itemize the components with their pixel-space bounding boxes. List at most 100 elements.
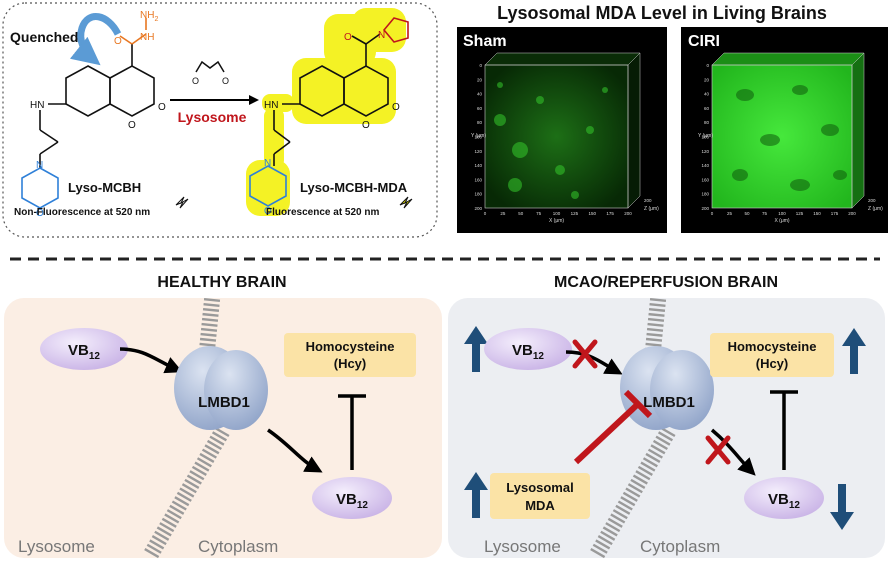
disease-membrane-lipid-1-12 bbox=[630, 478, 646, 489]
product-ring-o: O bbox=[362, 120, 370, 131]
disease-membrane-lipid-1-18 bbox=[615, 504, 631, 515]
disease-title: MCAO/REPERFUSION BRAIN bbox=[554, 274, 778, 291]
panel-ciri: CIRI bbox=[681, 27, 888, 233]
disease-membrane-lipid-1-1 bbox=[657, 431, 674, 442]
product-pyrazole-n: N bbox=[378, 30, 385, 41]
healthy-lmbd1-right bbox=[204, 350, 268, 430]
probe-lactone-o: O bbox=[158, 102, 166, 113]
product-morpholine-o: O bbox=[264, 206, 272, 217]
panel-ciri-x-tick: 100 bbox=[778, 211, 786, 216]
panel-sham-y-tick: 0 bbox=[479, 63, 482, 68]
healthy-membrane-lipid-1-20 bbox=[164, 513, 180, 524]
healthy-membrane-lipid-0-6 bbox=[200, 327, 218, 332]
panel-ciri-y-tick: 40 bbox=[704, 92, 710, 97]
healthy-membrane-lipid-1-8 bbox=[194, 461, 210, 472]
healthy-membrane-lipid-1-11 bbox=[186, 474, 202, 485]
probe-lightning-icon bbox=[175, 196, 189, 209]
panel-sham-x-tick: 175 bbox=[606, 211, 614, 216]
healthy-membrane-lipid-1-18 bbox=[169, 504, 185, 515]
probe-ring-o: O bbox=[128, 120, 136, 131]
probe-amine-nh: HN bbox=[30, 100, 44, 111]
panel-sham-y-tick: 140 bbox=[474, 163, 482, 168]
healthy-membrane-lipid-1-16 bbox=[174, 496, 190, 507]
disease-membrane-lipid-1-8 bbox=[640, 461, 656, 472]
disease-membrane-lipid-1-0 bbox=[660, 426, 676, 438]
healthy-membrane-lipid-1-2 bbox=[209, 435, 225, 446]
disease-lysosome-label: Lysosome bbox=[484, 537, 561, 556]
disease-membrane-lipid-1-16 bbox=[620, 496, 636, 507]
mda-o-left: O bbox=[192, 76, 199, 86]
panel-ciri-x-tick: 50 bbox=[744, 211, 750, 216]
panel-sham-volume bbox=[485, 65, 628, 208]
disease-membrane-lipid-1-21 bbox=[607, 517, 623, 528]
healthy-membrane-lipid-1-24 bbox=[154, 530, 170, 541]
healthy-membrane-lipid-1-3 bbox=[206, 439, 222, 451]
panel-ciri-x-tick: 125 bbox=[796, 211, 804, 216]
healthy-membrane-lipid-1-10 bbox=[189, 470, 205, 481]
product-amine-nh: HN bbox=[264, 100, 278, 111]
disease-membrane-lipid-0-6 bbox=[646, 327, 664, 332]
disease-membrane-lipid-1-19 bbox=[612, 509, 628, 520]
healthy-membrane-lipid-1-14 bbox=[179, 487, 195, 498]
product-molecule bbox=[273, 17, 409, 166]
panel-ciri-z-axis-label: Z (μm) bbox=[868, 206, 883, 212]
panel-sham-x-tick: 25 bbox=[500, 211, 506, 216]
mda-reagent bbox=[195, 60, 225, 73]
disease-membrane-lipid-1-4 bbox=[650, 444, 666, 455]
probe-morpholine-o: O bbox=[36, 208, 44, 219]
panel-sham-y-tick: 60 bbox=[477, 106, 483, 111]
disease-membrane-lipid-1-25 bbox=[597, 535, 613, 546]
disease-vb12-out-down-arrow bbox=[830, 484, 854, 530]
healthy-membrane-lipid-1-7 bbox=[196, 457, 212, 468]
panel-sham-x-tick: 50 bbox=[518, 211, 524, 216]
probe-name: Lyso-MCBH bbox=[68, 180, 141, 195]
healthy-membrane-lipid-1-9 bbox=[191, 465, 207, 476]
imaging-title: Lysosomal MDA Level in Living Brains bbox=[497, 3, 827, 23]
panel-sham-y-tick: 120 bbox=[474, 149, 482, 154]
disease-mda-inhibit-line bbox=[573, 401, 641, 465]
probe-molecule bbox=[39, 44, 155, 168]
disease-lmbd1-right bbox=[650, 350, 714, 430]
healthy-membrane-lipid-1-6 bbox=[199, 452, 215, 463]
disease-hcy-line1: Homocysteine bbox=[728, 339, 817, 354]
mda-o-right: O bbox=[222, 76, 229, 86]
disease-membrane-lipid-0-2 bbox=[648, 307, 666, 312]
healthy-title: HEALTHY BRAIN bbox=[157, 274, 286, 291]
disease-membrane-lipid-1-14 bbox=[625, 487, 641, 498]
quenched-label: Quenched bbox=[10, 29, 78, 45]
healthy-vb12-out: VB12 bbox=[336, 491, 368, 511]
disease-membrane-lipid-0-7 bbox=[646, 332, 663, 337]
disease-hcy-box bbox=[710, 333, 834, 377]
disease-vb12-in-bubble bbox=[484, 328, 572, 370]
product-state: Fluorescence at 520 nm bbox=[266, 207, 379, 218]
healthy-vb12-in: VB12 bbox=[68, 342, 100, 362]
disease-membrane-lipid-1-3 bbox=[652, 439, 668, 451]
healthy-vb12-export-arrow bbox=[267, 428, 323, 473]
disease-hcy-line2: (Hcy) bbox=[756, 356, 789, 371]
healthy-membrane bbox=[144, 298, 230, 559]
disease-membrane-lipid-0-1 bbox=[649, 302, 666, 307]
panel-ciri-dark-spots bbox=[732, 85, 847, 191]
hydrazide-nh2: NH2 bbox=[140, 10, 158, 23]
panel-sham-x-tick: 125 bbox=[571, 211, 579, 216]
disease-membrane-lipid-1-28 bbox=[590, 548, 606, 559]
panel-sham-signal bbox=[494, 82, 608, 199]
disease-membrane-lipid-1-23 bbox=[602, 526, 618, 537]
disease-membrane-lipid-1-9 bbox=[637, 465, 653, 476]
panel-ciri-y-tick: 20 bbox=[704, 77, 710, 82]
panel-ciri-x-tick: 150 bbox=[813, 211, 821, 216]
healthy-hcy-line1: Homocysteine bbox=[306, 339, 395, 354]
healthy-membrane-lipid-0-5 bbox=[201, 322, 218, 327]
panel-sham-y-axis-label: Y (μm) bbox=[471, 133, 486, 139]
healthy-membrane-lipid-1-13 bbox=[181, 483, 197, 494]
healthy-membrane-lipid-1-12 bbox=[184, 478, 200, 489]
product-morpholine bbox=[249, 165, 287, 207]
healthy-membrane-lipid-1-22 bbox=[159, 522, 175, 533]
panel-ciri-y-tick: 60 bbox=[704, 106, 710, 111]
disease-vb12-in-up-arrow bbox=[464, 326, 488, 372]
healthy-membrane-lipid-0-7 bbox=[200, 332, 217, 337]
disease-membrane-lipid-1-24 bbox=[600, 530, 616, 541]
panel-ciri-z-tick: 200 bbox=[868, 198, 876, 203]
healthy-membrane-lipid-0-2 bbox=[202, 307, 220, 312]
